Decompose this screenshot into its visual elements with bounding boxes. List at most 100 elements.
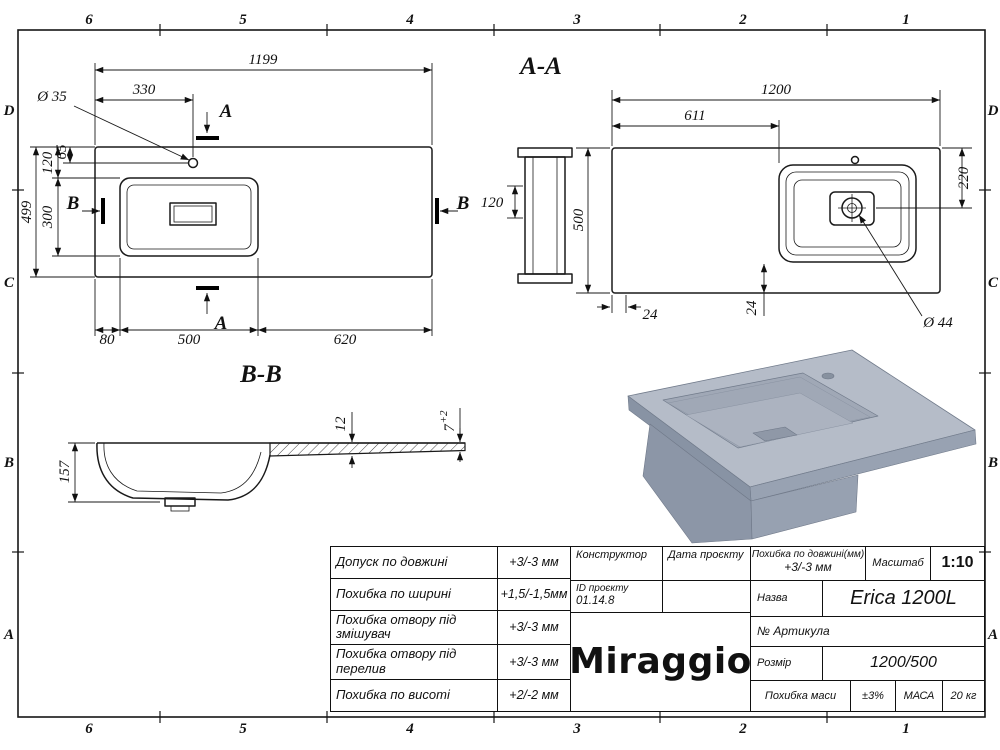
section-aa-view: A-A 1200 611 500 220 24	[518, 53, 972, 331]
dim-top-to-drain: 220	[956, 166, 972, 189]
section-a-label: A	[219, 101, 233, 122]
grid-labels: 6 5 4 3 2 1 6 5 4 3 2 1 D C B A D C B A	[3, 12, 999, 737]
tolerance-label: Похибка по ширині	[331, 578, 498, 610]
dim-aa-left-to-basin: 611	[684, 108, 705, 124]
grid-col-label: 4	[405, 12, 414, 28]
tolerance-table: Допуск по довжині +3/-3 мм Похибка по ши…	[331, 547, 571, 711]
dim-top-to-basin: 120	[40, 151, 56, 174]
dim-basin-depth: 300	[40, 205, 56, 229]
section-a-label: A	[214, 313, 228, 334]
dim-basin-height: 120	[481, 195, 504, 211]
tolerance-label: Похибка отвору під змішувач	[331, 610, 498, 645]
length-tolerance-label: Похибка по довжині(мм)	[751, 549, 865, 560]
project-id-row: ID проєкту 01.14.8	[571, 581, 750, 613]
grid-col-label: 4	[405, 721, 414, 737]
tolerance-value: +2/-2 мм	[509, 688, 559, 703]
dim-plan-length: 1199	[249, 52, 278, 68]
iso-bowl-housing-right	[750, 474, 859, 540]
dim-slab-tolerance: +2	[438, 410, 450, 423]
constructor-header-row: Конструктор Дата проєкту	[571, 547, 750, 581]
end-section-view: 120	[481, 147, 573, 284]
dim-top-to-faucet: 65	[54, 144, 70, 160]
mass-label: МАСА	[896, 681, 943, 711]
constructor-label: Конструктор	[571, 547, 663, 580]
grid-row-label: D	[987, 103, 999, 119]
dim-aa-depth: 500	[571, 208, 587, 231]
grid-col-label: 3	[572, 12, 581, 28]
dim-aa-length: 1200	[761, 82, 792, 98]
mass-tolerance-value: ±3%	[851, 681, 896, 711]
article-row: № Артикула	[751, 617, 984, 647]
bowl-profile	[96, 442, 271, 501]
section-aa-title: A-A	[518, 53, 562, 80]
empty-cell	[663, 581, 750, 612]
scale-value: 1:10	[941, 554, 974, 572]
length-tolerance-cell: Похибка по довжині(мм) +3/-3 мм	[751, 547, 866, 580]
faucet-hole	[187, 157, 199, 169]
grid-row-label: B	[3, 455, 14, 471]
tolerance-row: Похибка отвору під перелив +3/-3 мм	[331, 645, 570, 681]
section-bb-title: B-B	[239, 361, 282, 388]
grid-row-label: D	[3, 103, 15, 119]
dim-left-to-basin: 80	[100, 332, 116, 348]
tolerance-value: +1,5/-1,5мм	[500, 586, 568, 601]
grid-col-label: 5	[239, 12, 247, 28]
dim-basin-length: 500	[178, 332, 201, 348]
tolerance-row: Допуск по довжині +3/-3 мм	[331, 547, 570, 579]
mass-row: Похибка маси ±3% МАСА 20 кг	[751, 681, 984, 711]
iso-basin-bottom	[685, 392, 854, 448]
title-block-middle: Конструктор Дата проєкту ID проєкту 01.1…	[569, 547, 752, 711]
dim-bottom-gap: 24	[744, 300, 760, 316]
basin-outline	[778, 164, 917, 263]
name-label: Назва	[751, 581, 823, 616]
name-row: Назва Erica 1200L	[751, 581, 984, 617]
size-label: Розмір	[751, 647, 823, 680]
tolerance-row: Похибка по ширині +1,5/-1,5мм	[331, 578, 570, 611]
slab-section	[269, 442, 466, 457]
tolerance-value: +3/-3 мм	[509, 655, 559, 670]
grid-col-label: 6	[85, 12, 93, 28]
section-bb-view: B-B 157 12 7 +2	[57, 361, 466, 512]
dim-edge-gap: 24	[643, 307, 659, 323]
grid-row-label: C	[4, 275, 15, 291]
grid-col-label: 1	[902, 12, 910, 28]
project-id-value: 01.14.8	[576, 594, 615, 607]
tolerance-value: +3/-3 мм	[509, 620, 559, 635]
grid-col-label: 3	[572, 721, 581, 737]
title-block-right: Похибка по довжині(мм) +3/-3 мм Масштаб …	[751, 547, 984, 711]
title-block: Допуск по довжині +3/-3 мм Похибка по ши…	[330, 546, 985, 712]
iso-drain	[752, 426, 798, 442]
project-id-label: ID проєкту	[576, 583, 629, 594]
tolerance-row: Похибка отвору під змішувач +3/-3 мм	[331, 610, 570, 646]
grid-col-label: 2	[738, 12, 747, 28]
length-tolerance-value: +3/-3 мм	[784, 559, 832, 574]
dim-basin-to-right: 620	[334, 332, 357, 348]
grid-row-label: C	[988, 275, 999, 291]
grid-col-label: 2	[738, 721, 747, 737]
size-row: Розмір 1200/500	[751, 647, 984, 681]
grid-col-label: 1	[902, 721, 910, 737]
size-value: 1200/500	[870, 654, 937, 672]
grid-col-label: 6	[85, 721, 93, 737]
tolerance-value: +3/-3 мм	[509, 555, 559, 570]
scale-label: Масштаб	[866, 547, 931, 580]
product-name: Erica 1200L	[850, 587, 957, 609]
basin-outline	[119, 177, 259, 257]
dim-faucet-x: 330	[132, 82, 156, 98]
grid-row-label: A	[987, 627, 998, 643]
mass-tolerance-label: Похибка маси	[751, 681, 851, 711]
section-b-label: B	[456, 193, 470, 214]
tolerance-label: Похибка по висоті	[331, 680, 498, 711]
tolerance-label: Допуск по довжині	[331, 547, 498, 578]
iso-bowl-housing-left	[642, 423, 753, 544]
scale-row: Похибка по довжині(мм) +3/-3 мм Масштаб …	[751, 547, 984, 581]
dim-drain-dia: Ø 44	[922, 315, 953, 331]
sheet-frame	[12, 24, 991, 723]
plan-view: 1199 330 Ø 35 A A B B 65 120 499	[19, 52, 469, 348]
dim-plan-depth: 499	[19, 200, 35, 223]
brand-logo: Miraggio	[569, 641, 752, 683]
dim-total-height: 157	[57, 459, 73, 483]
grid-col-label: 5	[239, 721, 247, 737]
